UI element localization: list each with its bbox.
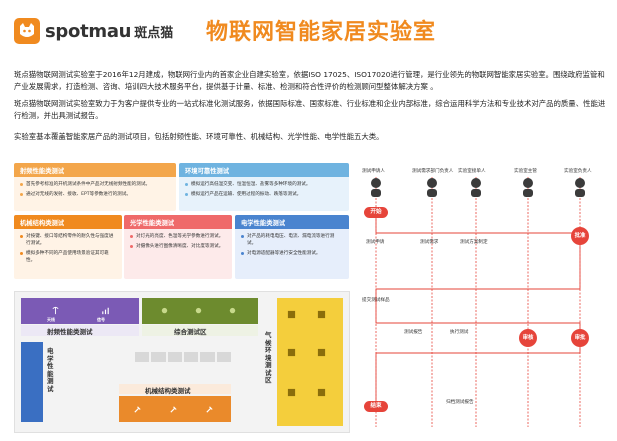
- start-pill: 开始: [364, 207, 388, 218]
- actor-label: 实验室主管: [514, 169, 537, 174]
- card-rf-title: 射频性能类测试: [14, 163, 176, 177]
- rf-icon-label: 信号: [97, 317, 105, 322]
- card-mech-test: 机械结构类测试 对按键、接口等结构零件的耐久性与强度进行测试。 模拟多种不同的产…: [14, 215, 122, 279]
- chamber-icon: [287, 310, 296, 319]
- step-label: 归档测试报告: [446, 400, 474, 405]
- elec-room-label: 电学性能测试: [47, 347, 54, 393]
- step-label: 测试需求: [420, 240, 439, 245]
- mech-room: [119, 396, 231, 422]
- flow-lines: [375, 177, 581, 427]
- signal-icon: [102, 307, 109, 315]
- gas-room-label: 气候环境测试区: [265, 331, 272, 384]
- step-label: 提交测试样品: [362, 298, 390, 303]
- hammer-icon: [206, 406, 213, 413]
- hammer-icon: [134, 406, 141, 413]
- card-elec-item: 对产品的耗电电压、电流、漏电流等进行测试。: [247, 234, 335, 246]
- chamber-icon: [317, 310, 326, 319]
- chamber-icon: [317, 348, 326, 357]
- intro-paragraph-1: 斑点猫物联网测试实验室于2016年12月建成，物联网行业内的首家企业自建实验室，…: [14, 70, 605, 91]
- climate-room: [277, 298, 343, 426]
- general-room: [142, 298, 258, 324]
- hammer-icon: [170, 406, 177, 413]
- intro-paragraph-2: 斑点猫物联网测试实验室致力于为客户提供专业的一站式标准化测试服务，依据国际标准、…: [14, 99, 606, 120]
- card-opt-item: 对灯光的亮度、色温等光学参数进行测试。: [136, 234, 224, 239]
- step-label: 执行测试: [450, 330, 469, 335]
- antenna-icon: [52, 306, 59, 315]
- general-room-label: 综合测试区: [174, 328, 207, 336]
- card-elec-title: 电学性能类测试: [235, 215, 349, 229]
- cat-logo-icon: [14, 18, 40, 44]
- brand-cn: 斑点猫: [134, 25, 174, 41]
- card-mech-item: 对按键、接口等结构零件的耐久性与强度进行测试。: [26, 234, 114, 246]
- card-opt-item: 对摄像头进行图像清晰度、对比度等测试。: [136, 244, 224, 249]
- rf-icon-label: 天线: [47, 317, 55, 322]
- actor-label: 实验室负责人: [564, 169, 592, 174]
- rf-room-label: 射频性能类测试: [47, 328, 93, 336]
- step-label: 测试申请: [366, 240, 385, 245]
- mech-room-label: 机械结构类测试: [145, 387, 191, 395]
- approve-circle: 批准: [571, 227, 589, 245]
- card-env-test: 环境可靠性测试 模拟运行高低温交变、恒温恒湿、盐雾等多种环境的测试。 模拟运行产…: [179, 163, 349, 211]
- intro-paragraph-3: 实验室基本覆盖智能家居产品的测试项目，包括射频性能、环境可靠性、机械结构、光学性…: [14, 132, 384, 141]
- tree-icon: [229, 307, 236, 314]
- card-opt-test: 光学性能类测试 对灯光的亮度、色温等光学参数进行测试。 对摄像头进行图像清晰度、…: [124, 215, 232, 279]
- tree-icon: [161, 307, 168, 314]
- brand-word: spotmau: [45, 20, 132, 42]
- card-env-title: 环境可靠性测试: [179, 163, 349, 177]
- person-icon: [523, 178, 533, 197]
- chamber-icon: [287, 388, 296, 397]
- chamber-icon: [287, 348, 296, 357]
- step-label: 测试方案制定: [460, 240, 488, 245]
- card-mech-title: 机械结构类测试: [14, 215, 122, 229]
- card-elec-test: 电学性能类测试 对产品的耗电电压、电流、漏电流等进行测试。 对电源适配器等进行安…: [235, 215, 349, 279]
- end-pill: 结束: [364, 401, 388, 412]
- card-opt-title: 光学性能类测试: [124, 215, 232, 229]
- person-icon: [371, 178, 381, 197]
- chamber-icon: [317, 388, 326, 397]
- card-rf-item: 通过对无线的发射、接收、EPT等参数进行的测试。: [26, 192, 131, 197]
- actor-label: 测试申请人: [362, 169, 385, 174]
- floor-plan: 天线 信号 射频性能类测试 综合测试区 气候环境测试区 电学性能测试 机械结构类…: [14, 291, 350, 433]
- issue-circle: 审核: [519, 329, 537, 347]
- process-flow: 测试申请人 测试需求部门负责人 实验室接单人 实验室主管 实验室负责人 开始 测…: [354, 155, 612, 435]
- card-rf-item: 首先参考标准的开机测试条件中产品对无线射频性能的测试。: [26, 182, 151, 187]
- card-env-item: 模拟运行高低温交变、恒温恒湿、盐雾等多种环境的测试。: [191, 182, 311, 187]
- person-icon: [471, 178, 481, 197]
- sign-circle: 审批: [571, 329, 589, 347]
- step-label: 测试报告: [404, 330, 423, 335]
- actor-label: 实验室接单人: [458, 169, 486, 174]
- tree-icon: [195, 307, 202, 314]
- page-title: 物联网智能家居实验室: [206, 20, 437, 45]
- elec-room: [21, 342, 43, 422]
- actor-label: 测试需求部门负责人: [412, 169, 454, 174]
- card-rf-test: 射频性能类测试 首先参考标准的开机测试条件中产品对无线射频性能的测试。 通过对无…: [14, 163, 176, 211]
- person-icon: [575, 178, 585, 197]
- card-elec-item: 对电源适配器等进行安全性能测试。: [247, 251, 321, 256]
- header: spotmau 斑点猫 物联网智能家居实验室: [0, 0, 617, 62]
- card-env-item: 模拟运行产品在运输、使用过程的振动、跌落等测试。: [191, 192, 302, 197]
- workbench-row: [135, 352, 231, 362]
- rf-room: 天线 信号: [21, 298, 139, 324]
- card-mech-item: 模拟多种不同的产品使用场景验证其可靠性。: [26, 251, 109, 263]
- person-icon: [427, 178, 437, 197]
- brand-logo[interactable]: spotmau 斑点猫: [14, 18, 173, 44]
